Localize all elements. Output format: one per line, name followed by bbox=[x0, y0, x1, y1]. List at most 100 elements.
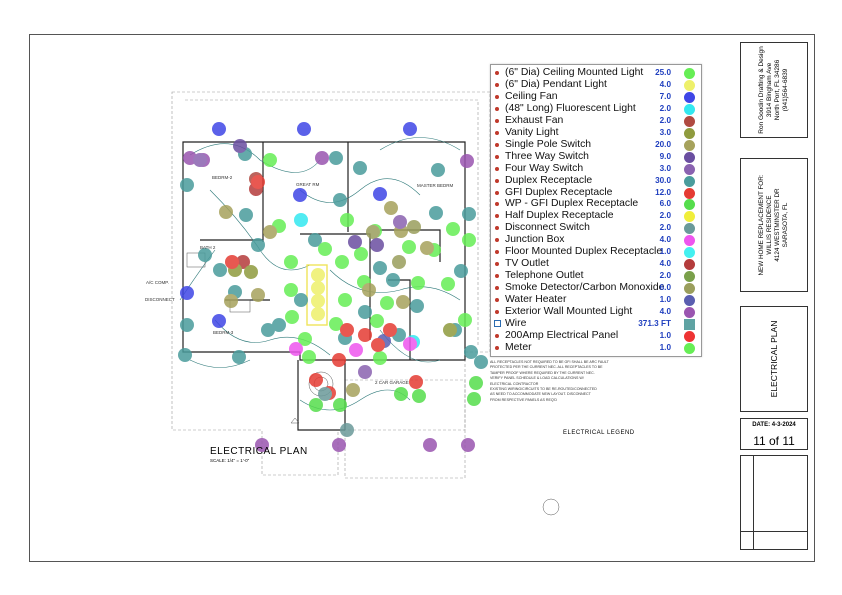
legend-color-swatch bbox=[684, 342, 695, 354]
bullet-icon bbox=[495, 214, 499, 219]
legend-item-label: Exterior Wall Mounted Light bbox=[505, 306, 633, 317]
legend-item-label: Wire bbox=[505, 317, 527, 329]
room-label-garage: 2 CAR GARAGE bbox=[375, 380, 409, 385]
legend-row: (48" Long) Fluorescent Light 2.0 bbox=[491, 103, 701, 115]
legend-color-swatch bbox=[684, 103, 695, 115]
note-line: ELECTRICAL CONTRACTOR bbox=[490, 381, 539, 386]
designer-phone: (941)564-6839 bbox=[782, 68, 789, 112]
note-line: FROM RESPECTIVE PANELS AS REQ'D bbox=[490, 397, 557, 402]
legend-item-qty: 7.0 bbox=[659, 91, 671, 101]
legend-color-swatch bbox=[684, 127, 695, 139]
legend-item-qty: 2.0 bbox=[659, 103, 671, 113]
plan-title: ELECTRICAL PLAN bbox=[210, 446, 308, 457]
legend-row: Junction Box 4.0 bbox=[491, 234, 701, 247]
legend-item-qty: 2.0 bbox=[659, 211, 671, 221]
legend-color-swatch bbox=[684, 283, 695, 295]
bullet-icon bbox=[495, 274, 499, 279]
designer-name: Ron Goodin Drafting & Design bbox=[758, 46, 765, 134]
legend-item-label: (48" Long) Fluorescent Light bbox=[505, 102, 636, 114]
note-line: VERIFY PANEL SCHEDULE & LOAD CALCULATION… bbox=[490, 376, 584, 381]
designer-address: 3914 Bingham Ave bbox=[766, 62, 773, 118]
bullet-icon bbox=[495, 286, 499, 291]
bullet-icon bbox=[495, 310, 499, 314]
sheet-border bbox=[29, 34, 815, 562]
legend-item-qty: 12.0 bbox=[655, 187, 671, 197]
note-line: TAMPER PROOF WHERE REQUIRED BY THE CURRE… bbox=[490, 370, 595, 375]
legend-item-qty: 4.0 bbox=[659, 259, 671, 269]
legend-item-label: Half Duplex Receptacle bbox=[505, 210, 614, 222]
legend-color-swatch bbox=[684, 211, 695, 223]
legend-color-swatch bbox=[684, 175, 695, 187]
legend-item-qty: 2.0 bbox=[659, 223, 671, 233]
room-label-bedrm2: BEDRM-2 bbox=[212, 175, 233, 180]
bullet-icon bbox=[495, 238, 499, 243]
legend-row: (6" Dia) Pendant Light 4.0 bbox=[491, 79, 701, 91]
legend-item-qty: 4.0 bbox=[659, 235, 671, 245]
note-line: EXISTING WIRING/CIRCUITS TO BE RE-ROUTED… bbox=[490, 387, 597, 392]
legend-item-label: Junction Box bbox=[505, 234, 565, 246]
legend-color-swatch bbox=[684, 307, 695, 318]
bullet-icon bbox=[495, 71, 499, 75]
legend-color-swatch bbox=[684, 223, 695, 235]
legend-item-label: Meter bbox=[505, 341, 532, 353]
plan-notes: ALL RECEPTACLES NOT REQUIRED TO BE GFI S… bbox=[490, 360, 740, 403]
legend-item-label: Smoke Detector/Carbon Monoxide bbox=[505, 282, 665, 294]
legend-item-qty: 4.0 bbox=[659, 307, 671, 316]
legend-item-qty: 2.0 bbox=[659, 115, 671, 125]
legend-item-qty: 3.0 bbox=[659, 163, 671, 173]
legend-color-swatch bbox=[684, 247, 695, 259]
bullet-icon bbox=[495, 262, 499, 267]
legend-item-label: Disconnect Switch bbox=[505, 222, 590, 234]
project-block: NEW HOME REPLACEMENT FOR: WILLIS RESIDEN… bbox=[740, 158, 808, 292]
room-label-bath2: BATH 2 bbox=[200, 245, 216, 250]
legend-color-swatch bbox=[684, 187, 695, 199]
bullet-icon bbox=[495, 166, 499, 171]
legend-item-qty: 6.0 bbox=[659, 199, 671, 209]
bullet-icon bbox=[495, 226, 499, 231]
legend-item-qty: 371.3 FT bbox=[638, 318, 671, 328]
legend-item-label: Three Way Switch bbox=[505, 150, 589, 162]
legend-row: Exterior Wall Mounted Light 4.0 bbox=[491, 306, 701, 318]
legend-item-label: (6" Dia) Pendant Light bbox=[505, 78, 607, 90]
bullet-icon bbox=[495, 106, 499, 111]
legend-item-label: 200Amp Electrical Panel bbox=[505, 329, 619, 341]
bullet-icon bbox=[495, 333, 499, 338]
legend-item-qty: 4.0 bbox=[659, 79, 671, 89]
room-label-disconnect: DISCONNECT bbox=[145, 297, 175, 302]
legend-item-qty: 25.0 bbox=[655, 68, 671, 77]
room-label-master: MASTER BEDRM bbox=[417, 183, 454, 188]
bullet-icon bbox=[495, 345, 499, 350]
legend-item-qty: 1.0 bbox=[659, 330, 671, 340]
legend-item-label: Telephone Outlet bbox=[505, 270, 584, 282]
bullet-icon bbox=[495, 202, 499, 207]
project-heading: NEW HOME REPLACEMENT FOR: bbox=[758, 174, 765, 276]
bullet-icon bbox=[495, 154, 499, 159]
legend-item-label: Vanity Light bbox=[505, 126, 559, 138]
bullet-icon bbox=[495, 178, 499, 183]
sheet-title: ELECTRICAL PLAN bbox=[769, 320, 779, 398]
legend-color-swatch bbox=[684, 295, 695, 307]
legend-color-swatch bbox=[684, 139, 695, 151]
room-label-great-rm: GREAT RM bbox=[296, 182, 320, 187]
project-address: 4124 WESTMINSTER DR bbox=[774, 188, 781, 262]
legend-color-swatch bbox=[684, 330, 695, 342]
legend-item-label: Floor Mounted Duplex Receptacle bbox=[505, 246, 663, 258]
legend-item-label: Duplex Receptacle bbox=[505, 174, 593, 186]
legend-row: Wire 371.3 FT bbox=[491, 318, 701, 330]
legend-row: Duplex Receptacle 30.0 bbox=[491, 175, 701, 187]
bullet-icon bbox=[495, 82, 499, 87]
legend-item-qty: 30.0 bbox=[655, 175, 671, 185]
project-city: SARASOTA, FL bbox=[782, 202, 789, 248]
